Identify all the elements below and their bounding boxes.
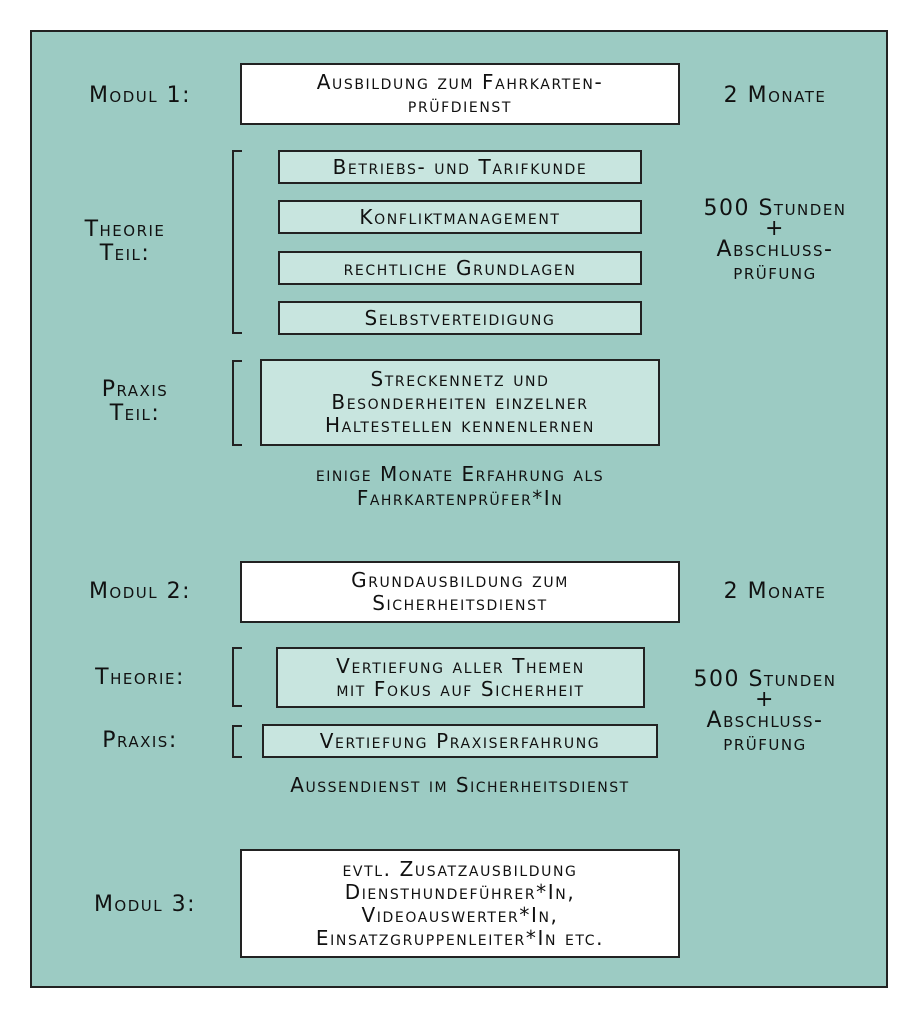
hours-line: Abschluss- [716,237,834,262]
praxis-item: Streckennetz und Besonderheiten einzelne… [260,359,660,446]
modul1-title-box: Ausbildung zum Fahrkarten- prüfdienst [240,63,680,125]
modul2-theorie-label: Theorie: [95,665,185,690]
hours-line: 500 Stunden [703,196,847,221]
modul1-theorie-label: Theorie Teil: [60,218,190,266]
modul1-label: Modul 1: [88,83,192,108]
label-line: Theorie [84,217,166,242]
theorie-line: Vertiefung aller Themen [336,653,585,678]
label-line: Praxis [101,377,169,402]
modul3-title-line: evtl. Zusatzausbildung [342,856,578,881]
praxis-line: Besonderheiten einzelner [331,390,589,414]
praxis-line: Streckennetz und [370,367,550,391]
note-line: Fahrkartenprüfer*In [356,486,564,510]
modul2-hours: 500 Stunden + Abschluss- prüfung [680,668,850,755]
modul2-title-line: Sicherheitsdienst [372,591,548,615]
hours-line: prüfung [723,731,807,756]
modul2-note: Aussendienst im Sicherheitsdienst [290,773,630,797]
theorie-item: Konfliktmanagement [278,200,642,234]
theorie-bracket [232,150,242,334]
hours-line: prüfung [733,260,817,285]
modul3-title-box: evtl. Zusatzausbildung Diensthundeführer… [240,849,680,958]
theorie-item: Vertiefung aller Themen mit Fokus auf Si… [276,647,645,708]
hours-line: + [755,687,775,712]
modul2-title-line: Grundausbildung zum [351,568,569,592]
note-line: einige Monate Erfahrung als [315,462,605,486]
praxis-bracket [232,360,242,446]
modul3-title-line: Einsatzgruppenleiter*In etc. [315,925,605,950]
praxis-bracket [232,725,242,758]
modul1-title-line: prüfdienst [407,93,513,117]
modul2-title-box: Grundausbildung zum Sicherheitsdienst [240,561,680,623]
modul2-label: Modul 2: [88,579,192,604]
label-line: Teil: [109,401,161,426]
hours-line: 500 Stunden [693,667,837,692]
praxis-line: Haltestellen kennenlernen [325,413,595,437]
modul3-title-line: Diensthundeführer*In, [344,879,576,904]
theorie-item: Selbstverteidigung [278,301,642,335]
theorie-line: mit Fokus auf Sicherheit [336,676,585,701]
modul1-title-line: Ausbildung zum Fahrkarten- [316,70,604,94]
modul3-label: Modul 3: [93,892,197,917]
theorie-item: Betriebs- und Tarifkunde [278,150,642,184]
modul1-note: einige Monate Erfahrung als Fahrkartenpr… [230,462,690,510]
praxis-item: Vertiefung Praxiserfahrung [262,724,658,758]
modul2-praxis-label: Praxis: [102,728,178,753]
diagram-frame [30,30,888,988]
label-line: Teil: [99,241,151,266]
modul1-praxis-label: Praxis Teil: [70,378,200,426]
theorie-bracket [232,647,242,707]
hours-line: Abschluss- [706,708,824,733]
modul2-duration: 2 Monate [723,579,827,604]
modul1-hours: 500 Stunden + Abschluss- prüfung [690,197,860,284]
hours-line: + [765,216,785,241]
modul1-duration: 2 Monate [723,83,827,108]
theorie-item: rechtliche Grundlagen [278,251,642,285]
modul3-title-line: Videoauswerter*In, [361,902,559,927]
